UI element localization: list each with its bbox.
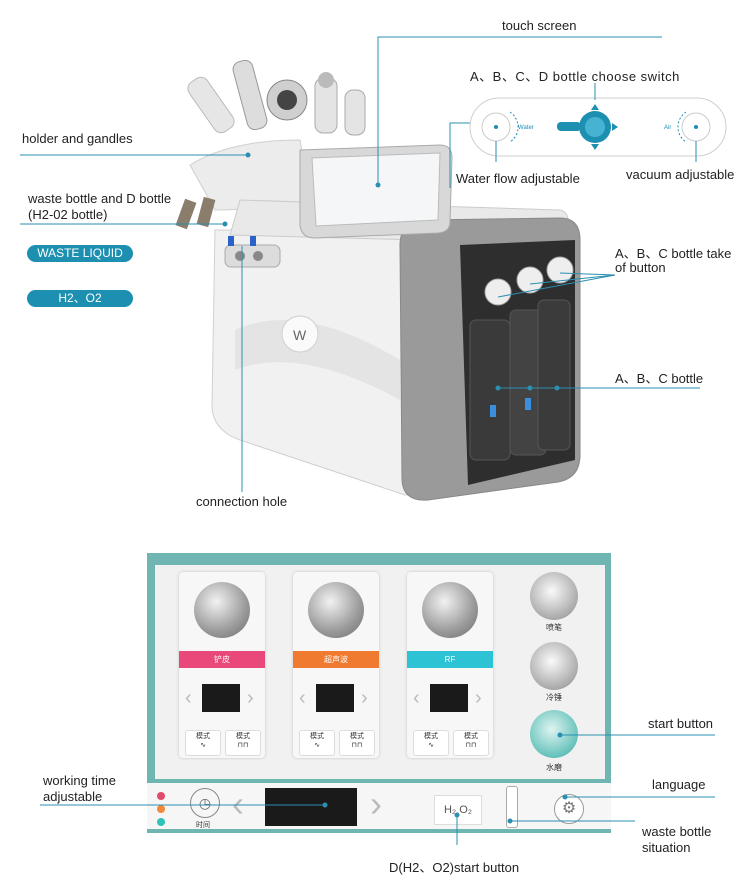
card-rf-title: RF	[407, 651, 493, 668]
spray-pen-label: 喷笔	[546, 623, 562, 632]
device-logo: W	[293, 327, 307, 343]
time-decrease-icon[interactable]: ‹	[232, 783, 244, 824]
water-flow-label: Water flow adjustable	[456, 171, 580, 186]
waste-situation-label: waste bottle	[642, 824, 712, 839]
card-ultrasonic-mode-2[interactable]: 模式⊓⊓	[339, 730, 375, 756]
card-ultrasonic[interactable]: 超声波 ‹ › 模式∿ 模式⊓⊓	[293, 572, 379, 758]
rf-handle-icon	[422, 582, 478, 638]
waste-liquid-pill: WASTE LIQUID	[27, 245, 133, 262]
take-of-label: A、B、C bottle take	[615, 246, 732, 261]
timer-icon[interactable]: ◷	[190, 788, 220, 818]
status-dot-orange	[157, 805, 165, 813]
chevron-left-icon[interactable]: ‹	[185, 687, 192, 709]
water-label: Water	[518, 125, 534, 131]
hydro-dermabrasion-label: 水磨	[546, 763, 562, 772]
spray-pen-button[interactable]	[530, 572, 578, 620]
handle-holder	[175, 59, 366, 230]
waste-bottle-label: waste bottle and D bottle	[28, 191, 172, 206]
card-peeling-mode-2[interactable]: 模式⊓⊓	[225, 730, 261, 756]
card-peeling[interactable]: 铲皮 ‹ › 模式∿ 模式⊓⊓	[179, 572, 265, 758]
take-of-sublabel: of button	[615, 260, 666, 275]
card-peeling-display	[202, 684, 240, 712]
d-start-label: D(H2、O2)start button	[389, 860, 520, 875]
card-ultrasonic-title: 超声波	[293, 651, 379, 668]
status-dot-red	[157, 792, 165, 800]
abc-bottle-label: A、B、C bottle	[615, 371, 704, 386]
choose-switch-label: A、B、C、D bottle choose switch	[470, 69, 680, 84]
chevron-left-icon[interactable]: ‹	[299, 687, 306, 709]
panel-leader-lines	[40, 732, 715, 845]
waste-bottle-sublabel: (H2-02 bottle)	[28, 207, 108, 222]
machine-diagram: W	[20, 36, 727, 501]
chevron-right-icon[interactable]: ›	[475, 687, 482, 709]
working-time-display	[265, 788, 357, 826]
chevron-right-icon[interactable]: ›	[247, 687, 254, 709]
leader-dots	[222, 152, 560, 391]
status-dot-teal	[157, 818, 165, 826]
bottle-choose-switch-panel: Water Air	[469, 83, 727, 162]
chevron-left-icon[interactable]: ‹	[413, 687, 420, 709]
waste-bottle-level-icon	[506, 786, 518, 828]
timer-label: 时间	[196, 822, 210, 829]
h2o2-pill: H2、O2	[27, 290, 133, 307]
vacuum-label: vacuum adjustable	[626, 167, 735, 182]
card-rf[interactable]: RF ‹ › 模式∿ 模式⊓⊓	[407, 572, 493, 758]
bottle-cabinet	[399, 217, 581, 501]
peeling-handle-icon	[194, 582, 250, 638]
ultrasonic-handle-icon	[308, 582, 364, 638]
start-button-label: start button	[648, 716, 714, 731]
touch-screen-device	[299, 144, 453, 239]
cold-hammer-button[interactable]	[530, 642, 578, 690]
leader-lines	[20, 36, 700, 492]
card-ultrasonic-display	[316, 684, 354, 712]
touch-screen-label: touch screen	[502, 18, 577, 33]
working-time-label: working time	[43, 773, 116, 788]
language-label: language	[652, 777, 706, 792]
card-ultrasonic-mode-1[interactable]: 模式∿	[299, 730, 335, 756]
holder-label: holder and gandles	[22, 131, 133, 146]
air-label: Air	[664, 125, 671, 131]
gear-icon[interactable]: ⚙	[554, 794, 584, 824]
card-rf-display	[430, 684, 468, 712]
card-rf-mode-1[interactable]: 模式∿	[413, 730, 449, 756]
h2o2-start-button[interactable]: H₂ O₂	[434, 795, 482, 825]
cold-hammer-label: 冷锤	[546, 693, 562, 702]
connection-hole-panel	[224, 236, 281, 268]
working-time-sublabel: adjustable	[43, 789, 103, 804]
card-peeling-title: 铲皮	[179, 651, 265, 668]
chevron-right-icon[interactable]: ›	[361, 687, 368, 709]
card-peeling-mode-1[interactable]: 模式∿	[185, 730, 221, 756]
waste-situation-sublabel: situation	[642, 840, 691, 855]
time-increase-icon[interactable]: ›	[370, 783, 382, 824]
card-rf-mode-2[interactable]: 模式⊓⊓	[453, 730, 489, 756]
hydro-dermabrasion-start-button[interactable]	[530, 710, 578, 758]
connection-hole-label: connection hole	[196, 494, 288, 509]
